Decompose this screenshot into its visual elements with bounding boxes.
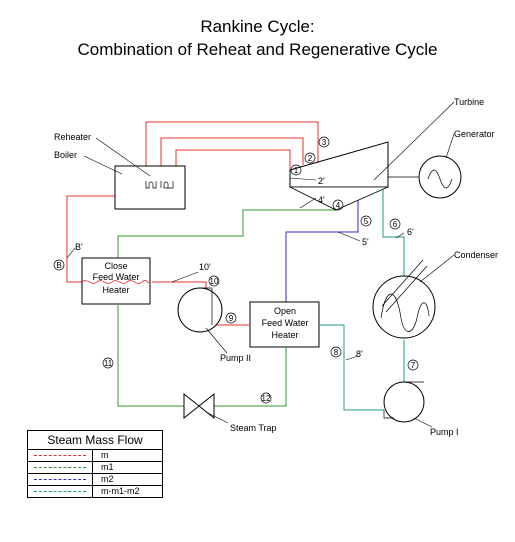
state-point-b-prime: B' xyxy=(75,242,83,252)
state-point-7: 7 xyxy=(411,361,416,370)
state-point-10-prime: 10' xyxy=(199,262,211,272)
legend-swatch-m-m1-m2 xyxy=(34,491,86,492)
boiler-label: Boiler xyxy=(54,150,77,160)
pump2-circle xyxy=(177,287,223,333)
flow-m2-blue xyxy=(285,200,359,302)
open-fwh-label-line1: Open xyxy=(274,306,296,316)
condenser-circle xyxy=(372,275,436,339)
state-point-12: 12 xyxy=(262,394,271,403)
state-point-8: 8 xyxy=(334,348,339,357)
open-fwh-box xyxy=(249,301,320,348)
condenser-label: Condenser xyxy=(454,250,498,260)
condenser-tube-2 xyxy=(385,265,428,313)
pump2-label: Pump II xyxy=(220,353,251,363)
boiler-box xyxy=(114,165,186,210)
legend-row: m1 xyxy=(28,462,162,474)
close-fwh-label-line1: Close xyxy=(104,261,127,271)
state-point-2-prime: 2' xyxy=(318,176,325,186)
condenser-tube-1 xyxy=(381,259,424,307)
state-point-8-prime: 8' xyxy=(356,349,363,359)
close-fwh-label-line2: Feed Water xyxy=(93,272,140,282)
close-fwh-coil xyxy=(81,279,151,284)
reheater-coil xyxy=(145,181,174,189)
legend-row: m xyxy=(28,450,162,462)
reheater-label: Reheater xyxy=(54,132,91,142)
steam-trap-label: Steam Trap xyxy=(230,423,277,433)
turbine-exhaust-shape xyxy=(289,186,389,211)
state-point-circles xyxy=(53,136,419,404)
legend-label-m1: m1 xyxy=(101,462,114,472)
open-fwh-label-line2: Feed Water xyxy=(262,318,309,328)
diagram-title-line2: Combination of Reheat and Regenerative C… xyxy=(77,40,438,59)
diagram-title-line1: Rankine Cycle: xyxy=(200,17,315,36)
pump1-circle xyxy=(383,381,425,423)
legend-swatch-m2 xyxy=(34,479,86,480)
close-fwh-label-line3: Heater xyxy=(102,285,129,295)
pump1-label: Pump I xyxy=(430,427,459,437)
legend-row: m-m1-m2 xyxy=(28,486,162,497)
legend-label-m2: m2 xyxy=(101,474,114,484)
legend-row: m2 xyxy=(28,474,162,486)
state-point-2: 2 xyxy=(308,154,313,163)
flow-m-m1-m2-teal xyxy=(320,187,405,411)
state-point-1: 1 xyxy=(294,166,299,175)
condenser-coil xyxy=(380,293,430,332)
legend-label-m: m xyxy=(101,450,109,460)
state-point-10: 10 xyxy=(210,277,219,286)
legend-title: Steam Mass Flow xyxy=(28,431,162,450)
generator-label: Generator xyxy=(454,129,495,139)
legend: Steam Mass Flow m m1 m2 m-m1-m2 xyxy=(27,430,163,498)
state-point-11: 11 xyxy=(104,359,113,368)
pump1-outlet xyxy=(383,381,424,419)
open-fwh-label-line3: Heater xyxy=(271,330,298,340)
turbine-label: Turbine xyxy=(454,97,484,107)
legend-swatch-m1 xyxy=(34,467,86,468)
state-point-9: 9 xyxy=(229,314,234,323)
state-point-4: 4 xyxy=(336,201,341,210)
pump2-outlet xyxy=(200,287,213,325)
state-point-b: B xyxy=(56,261,61,270)
state-point-5-prime: 5' xyxy=(362,237,369,247)
leader-lines xyxy=(66,101,455,428)
state-point-3: 3 xyxy=(322,138,327,147)
state-point-4-prime: 4' xyxy=(318,195,325,205)
steam-trap-valve xyxy=(183,392,215,420)
state-point-6-prime: 6' xyxy=(407,227,414,237)
legend-label-m-m1-m2: m-m1-m2 xyxy=(101,486,140,496)
state-point-5: 5 xyxy=(364,217,369,226)
generator-circle xyxy=(418,155,462,199)
generator-wave-icon xyxy=(427,169,453,189)
turbine-shape xyxy=(289,141,389,188)
state-point-6: 6 xyxy=(393,220,398,229)
legend-swatch-m xyxy=(34,455,86,456)
